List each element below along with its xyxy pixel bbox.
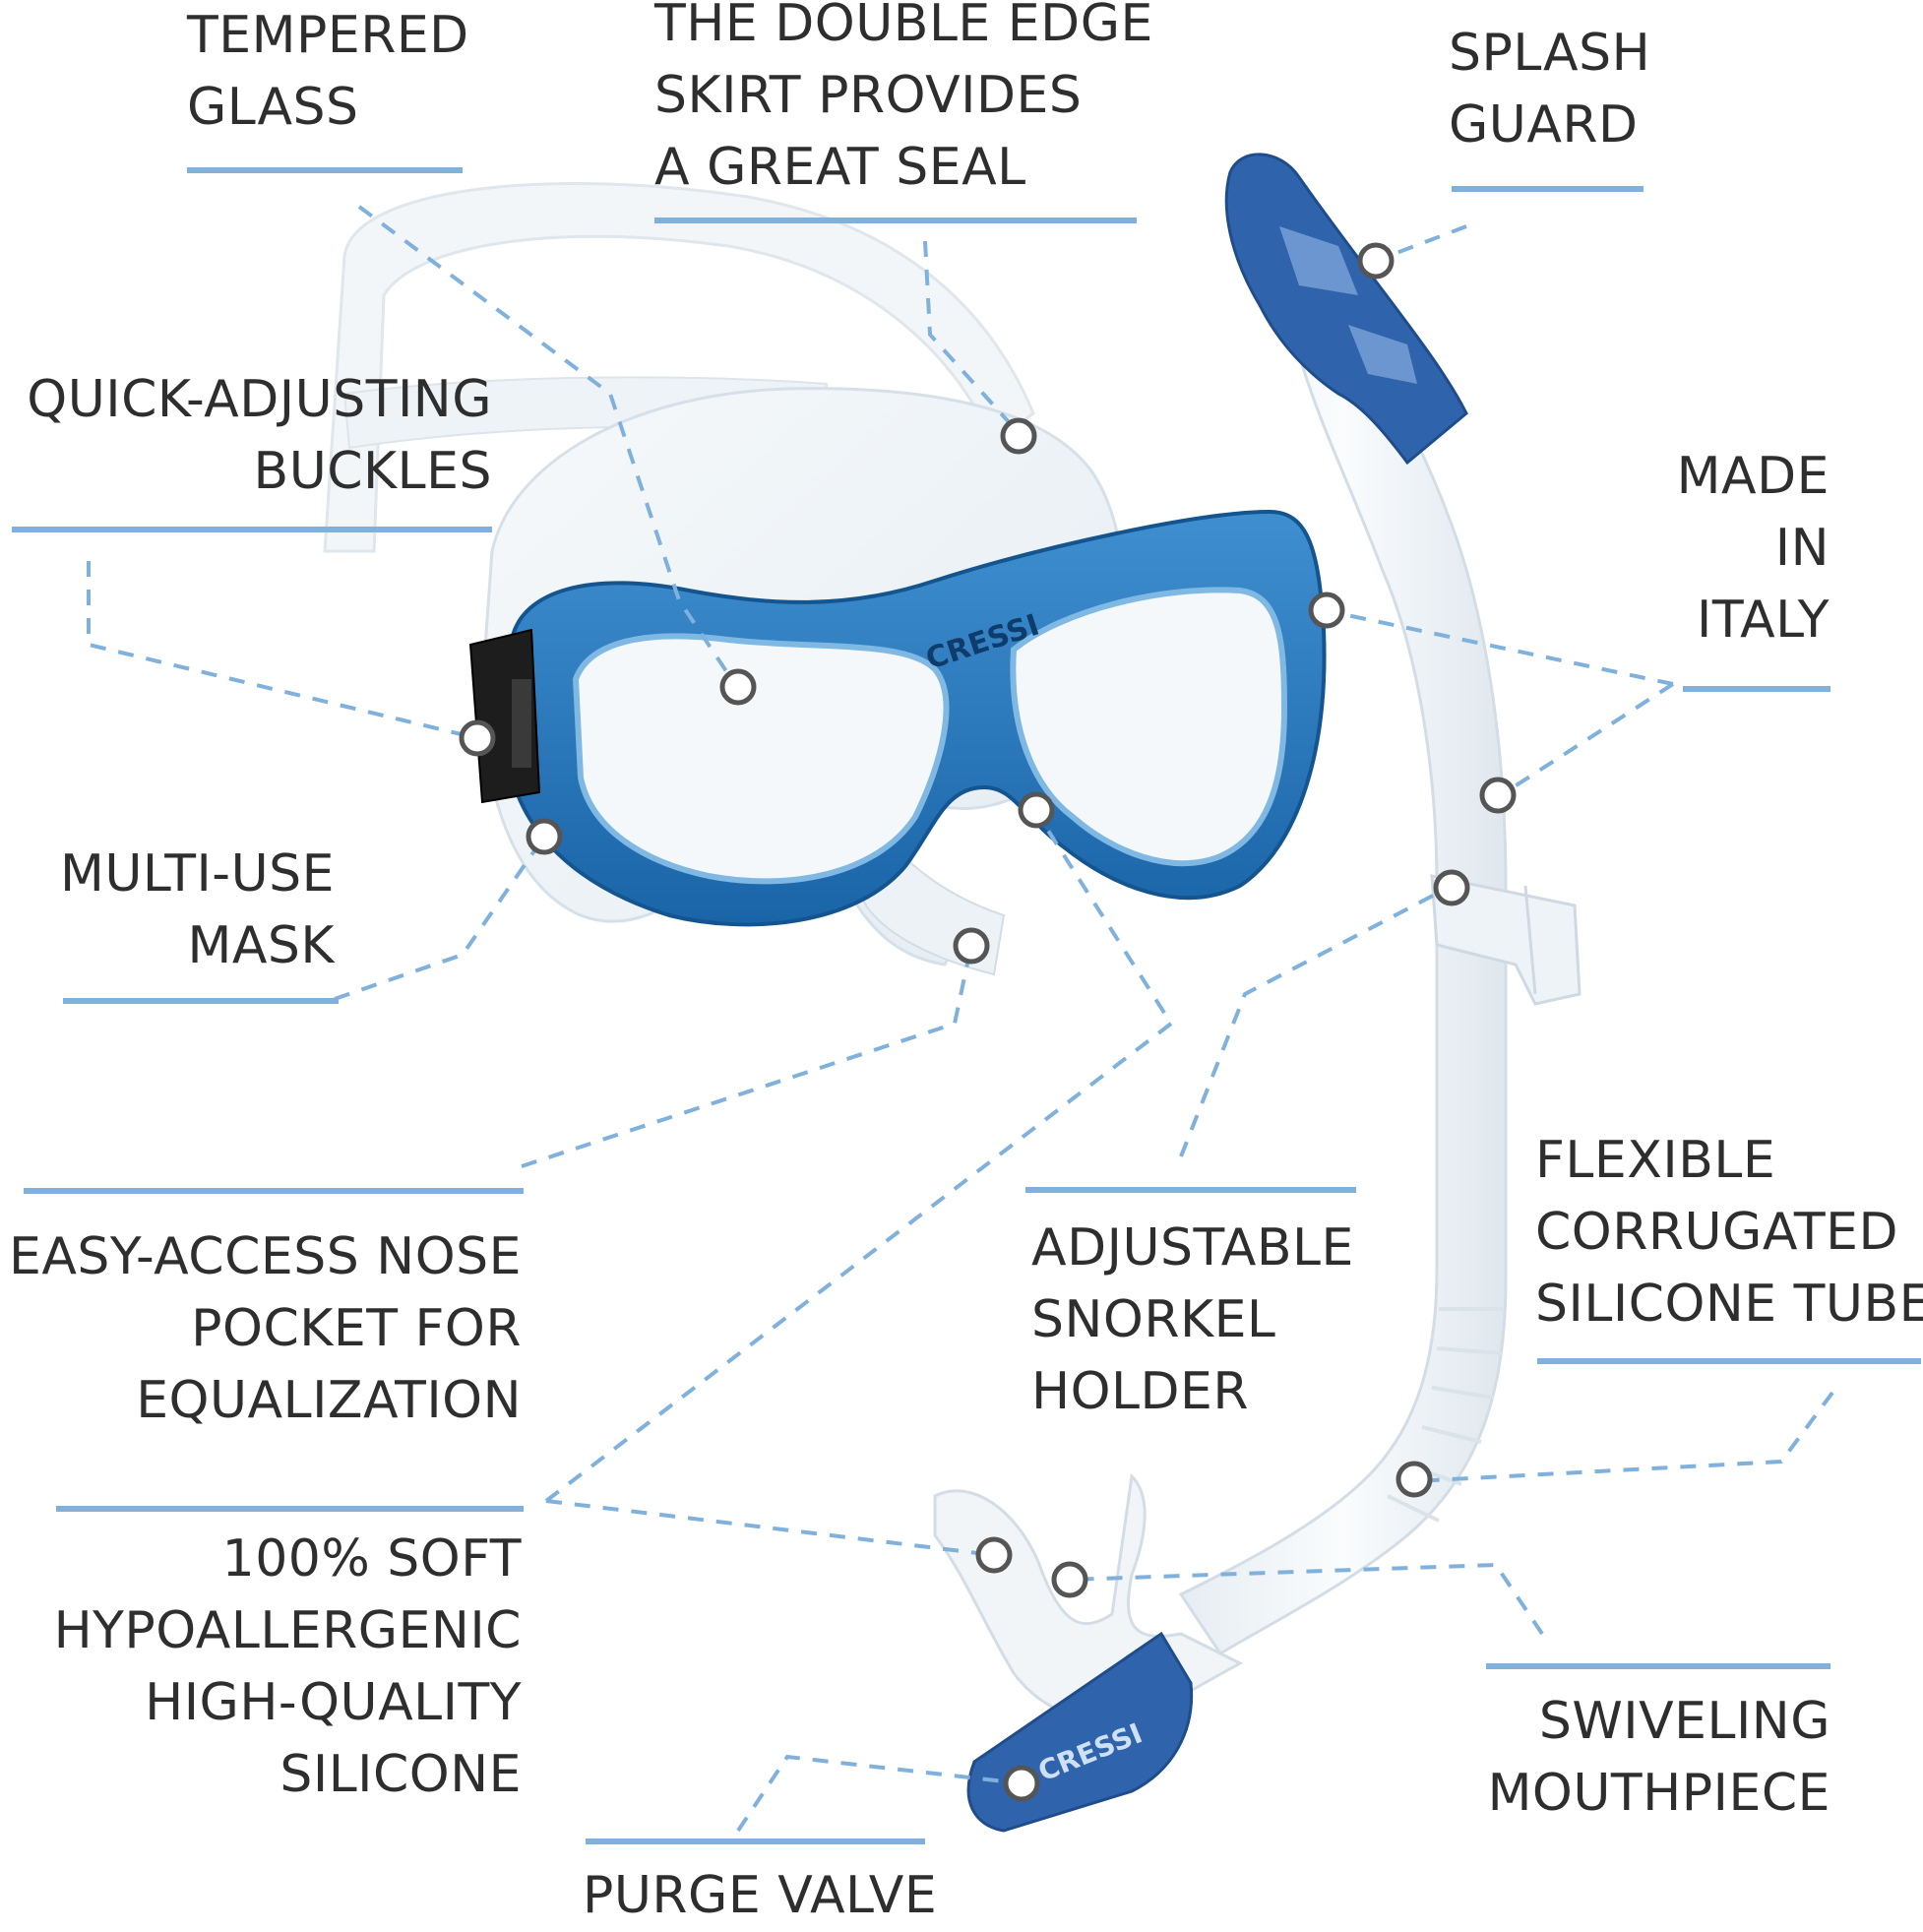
callout-snorkel-holder: ADJUSTABLE SNORKEL HOLDER <box>1031 1213 1354 1428</box>
underline-soft-silicone <box>56 1506 524 1512</box>
dot-made-in-italy-1 <box>1308 592 1345 629</box>
callout-line: A GREAT SEAL <box>654 138 1026 197</box>
callout-multi-use-mask: MULTI-USE MASK <box>60 839 335 982</box>
underline-tempered-glass <box>187 167 463 173</box>
dot-soft-silicone <box>1018 791 1055 829</box>
callout-line: PURGE VALVE <box>583 1866 938 1925</box>
snorkel-tube <box>1178 292 1508 1656</box>
leader-flexible-tube <box>1413 1391 1834 1483</box>
dot-swiveling <box>1051 1561 1088 1598</box>
underline-snorkel-holder <box>1025 1187 1356 1193</box>
dot-snorkel-holder <box>1433 869 1470 906</box>
mask-lens-left <box>572 633 950 885</box>
underline-splash-guard <box>1452 186 1644 192</box>
callout-line: CORRUGATED <box>1535 1203 1899 1262</box>
dot-double-edge-skirt <box>1000 417 1037 455</box>
callout-line: QUICK-ADJUSTING <box>27 370 492 429</box>
leader-multi-use-mask <box>334 835 546 1001</box>
callout-line: EQUALIZATION <box>136 1371 522 1430</box>
dot-tempered-glass <box>719 668 757 706</box>
mask-lens-right <box>1010 587 1288 867</box>
callout-made-in-italy: MADE IN ITALY <box>1677 441 1830 656</box>
callout-splash-guard: SPLASH GUARD <box>1449 18 1650 161</box>
callout-line: MULTI-USE <box>59 844 335 904</box>
callout-line: MADE <box>1676 447 1830 506</box>
dot-splash-guard <box>1357 242 1395 280</box>
leader-made-in-italy-2 <box>1496 682 1675 799</box>
callout-nose-pocket: EASY-ACCESS NOSE POCKET FOR EQUALIZATION <box>9 1221 522 1437</box>
dot-multi-use-mask <box>526 818 563 855</box>
callout-line: FLEXIBLE <box>1535 1131 1776 1190</box>
callout-line: SNORKEL <box>1031 1290 1276 1349</box>
callout-quick-adjusting-buckles: QUICK-ADJUSTING BUCKLES <box>27 364 492 508</box>
callout-line: HIGH-QUALITY <box>145 1673 522 1732</box>
underline-made-in-italy <box>1683 686 1830 692</box>
callout-soft-silicone: 100% SOFT HYPOALLERGENIC HIGH-QUALITY SI… <box>54 1524 522 1811</box>
mask: CRESSI <box>323 182 1327 976</box>
leader-nose-pocket <box>521 944 973 1168</box>
callout-double-edge-skirt: THE DOUBLE EDGE SKIRT PROVIDES A GREAT S… <box>654 0 1153 204</box>
callout-line: POCKET FOR <box>191 1299 522 1358</box>
leader-tempered-glass <box>357 205 740 691</box>
callout-line: HYPOALLERGENIC <box>53 1601 522 1660</box>
dot-purge-valve <box>1003 1765 1040 1802</box>
callout-line: THE DOUBLE EDGE <box>654 0 1153 53</box>
callout-line: GLASS <box>187 78 359 137</box>
snorkel-holder <box>1430 874 1582 1006</box>
callout-line: SPLASH <box>1449 24 1651 83</box>
callout-line: MASK <box>187 916 335 975</box>
leader-snorkel-holder <box>1179 884 1453 1157</box>
callout-line: MOUTHPIECE <box>1487 1764 1830 1823</box>
dot-made-in-italy-2 <box>1479 777 1517 814</box>
callout-line: ITALY <box>1697 591 1830 650</box>
dot-nose-pocket <box>953 927 990 965</box>
underline-quick-adjusting-buckles <box>12 527 492 532</box>
dot-quick-buckles <box>459 719 496 757</box>
callout-line: EASY-ACCESS NOSE <box>8 1227 522 1286</box>
callout-line: SILICONE TUBE <box>1535 1275 1923 1334</box>
callout-line: ADJUSTABLE <box>1031 1218 1354 1278</box>
callout-swiveling-mouthpiece: SWIVELING MOUTHPIECE <box>1488 1686 1830 1830</box>
callout-line: SWIVELING <box>1538 1692 1830 1751</box>
callout-line: BUCKLES <box>253 442 492 501</box>
leader-soft-silicone-2 <box>545 1499 995 1557</box>
underline-double-edge-skirt <box>654 218 1137 223</box>
callout-line: 100% SOFT <box>221 1529 522 1589</box>
underline-swiveling-mouthpiece <box>1486 1663 1830 1669</box>
callout-flexible-tube: FLEXIBLE CORRUGATED SILICONE TUBE <box>1535 1125 1923 1340</box>
underline-flexible-tube <box>1537 1358 1921 1364</box>
leader-purge-valve <box>736 1754 1023 1833</box>
leader-lines <box>87 205 1834 1833</box>
underline-purge-valve <box>586 1839 925 1844</box>
callout-line: SKIRT PROVIDES <box>654 66 1083 125</box>
callout-line: IN <box>1774 519 1830 578</box>
callout-line: SILICONE <box>279 1745 522 1804</box>
underline-nose-pocket <box>24 1188 524 1194</box>
dot-mouthpiece-1 <box>975 1536 1013 1574</box>
callout-line: GUARD <box>1449 95 1639 155</box>
callout-line: TEMPERED <box>187 6 469 65</box>
leader-made-in-italy-1 <box>1323 608 1674 686</box>
leader-soft-silicone <box>544 810 1174 1503</box>
leader-double-edge-skirt <box>923 240 1021 435</box>
callout-line: HOLDER <box>1031 1362 1250 1421</box>
callout-purge-valve: PURGE VALVE <box>583 1860 937 1932</box>
callout-dots <box>459 242 1517 1802</box>
dot-flexible-tube <box>1396 1461 1433 1498</box>
callout-tempered-glass: TEMPERED GLASS <box>187 0 469 144</box>
underline-multi-use-mask <box>63 998 339 1004</box>
leader-quick-buckles <box>87 561 478 740</box>
